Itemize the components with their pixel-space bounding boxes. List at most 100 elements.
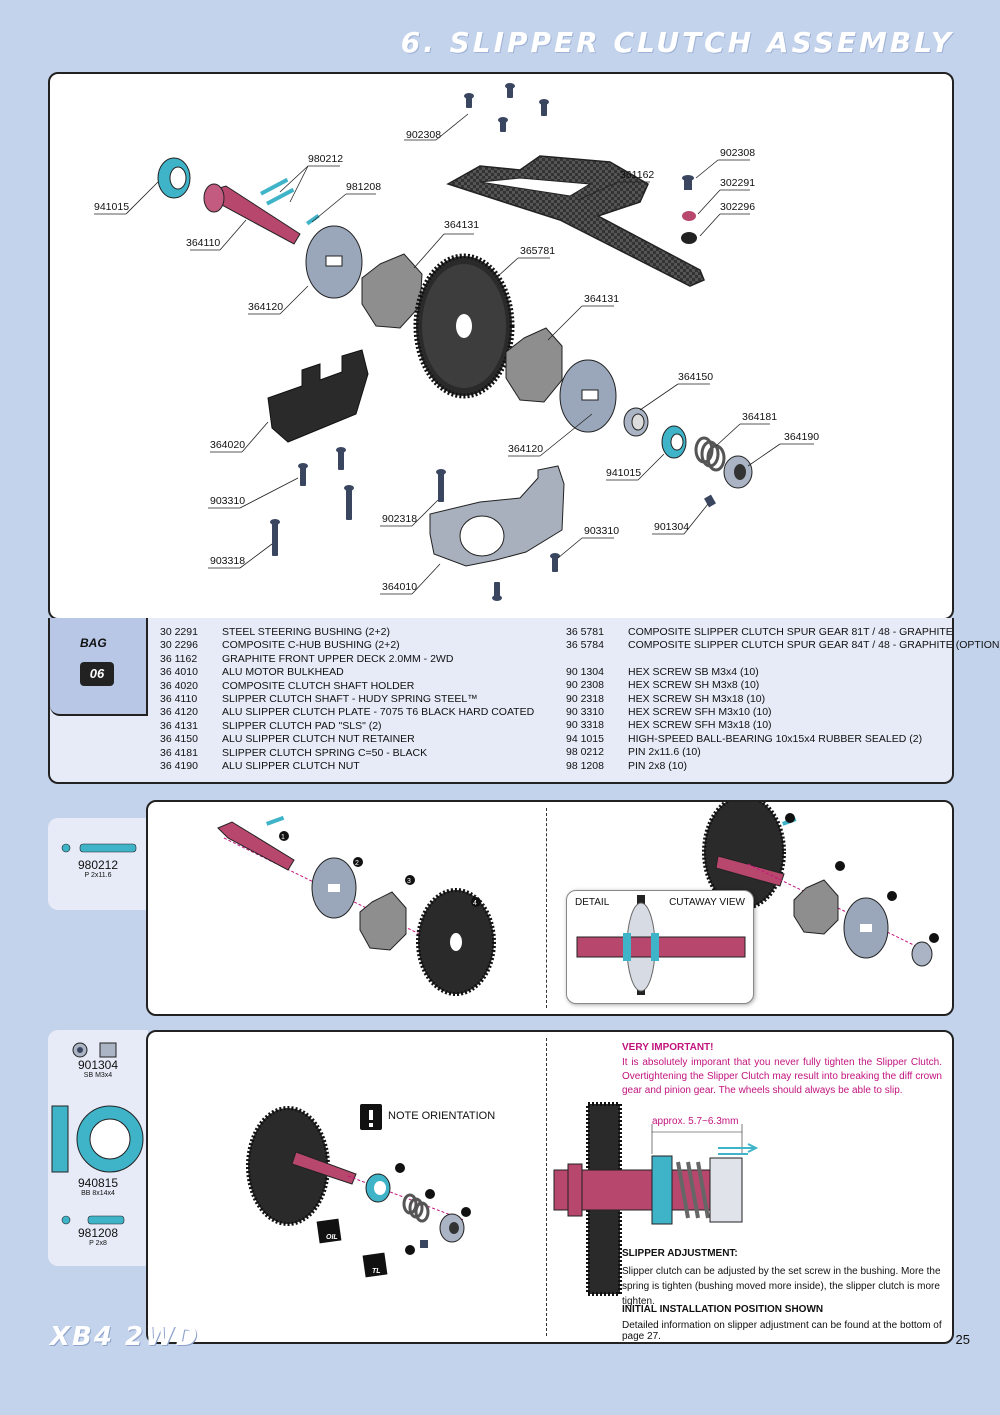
- label-364120-b: 364120: [508, 443, 543, 455]
- clutch-plate-364120-b: [559, 359, 617, 433]
- step1-marker-4: 4: [473, 900, 477, 907]
- step1-marker-3: 3: [407, 878, 411, 885]
- part-description: HEX SCREW SFH M3x10 (10): [628, 706, 772, 719]
- bag-badge: BAG 06: [50, 618, 148, 716]
- exploded-diagram-panel: 902308 980212 981208 941015 364110 36413…: [48, 72, 954, 620]
- bushings-302291-302296: [681, 175, 697, 244]
- label-364131-b: 364131: [584, 293, 619, 305]
- parts-row: [566, 653, 1000, 666]
- product-logo: XB4 2WD: [50, 1322, 200, 1352]
- step1-marker-1: 1: [281, 834, 285, 841]
- label-981208: 981208: [346, 181, 381, 193]
- note-orientation: NOTE ORIENTATION: [388, 1110, 496, 1122]
- part-code: 90 3318: [566, 719, 604, 732]
- slipper-clutch-shaft: [203, 177, 320, 245]
- label-941015-b: 941015: [606, 467, 641, 479]
- side-parts-step2: 901304 SB M3x4 940815 BB 8x14x4 981208 P…: [48, 1030, 148, 1266]
- pin-981208-icon: [61, 1215, 125, 1225]
- side-sub-981208: P 2x8: [89, 1240, 107, 1247]
- part-code: 98 1208: [566, 759, 604, 772]
- step2-divider: [546, 1038, 547, 1336]
- step1-right-step-markers: [785, 813, 939, 943]
- side-parts-step1: 980212 P 2x11.6: [48, 818, 148, 910]
- set-screw-901304: [704, 494, 716, 508]
- part-description: COMPOSITE CLUTCH SHAFT HOLDER: [222, 679, 415, 692]
- part-code: 30 2296: [160, 639, 198, 652]
- step2-left-illustration: [246, 1104, 471, 1278]
- screw-902308-group: [464, 83, 549, 132]
- side-part-901304: 901304: [77, 1058, 119, 1072]
- bag-number: 06: [80, 662, 114, 686]
- clutch-pad-364131-a: [361, 253, 423, 329]
- cutaway-detail-box: DETAIL CUTAWAY VIEW: [566, 890, 754, 1004]
- label-364190: 364190: [784, 431, 819, 443]
- side-sub-980212: P 2x11.6: [84, 872, 112, 879]
- part-description: ALU SLIPPER CLUTCH PLATE - 7075 T6 BLACK…: [222, 706, 535, 719]
- step1-marker-2: 2: [355, 860, 359, 867]
- side-sub-901304: SB M3x4: [83, 1072, 113, 1079]
- spur-gear-365781: [413, 253, 515, 399]
- side-part-980212: 980212: [77, 858, 119, 872]
- part-description: COMPOSITE C-HUB BUSHING (2+2): [222, 639, 400, 652]
- page-number: 25: [955, 1332, 970, 1347]
- parts-row: 36 4010 ALU MOTOR BULKHEAD: [160, 666, 534, 679]
- exploded-diagram: 902308 980212 981208 941015 364110 36413…: [94, 83, 819, 601]
- cutaway-label: CUTAWAY VIEW: [669, 897, 745, 908]
- step1-left-step-markers: [279, 831, 481, 907]
- parts-row: 30 2296 COMPOSITE C-HUB BUSHING (2+2): [160, 639, 534, 652]
- part-description: COMPOSITE SLIPPER CLUTCH SPUR GEAR 81T /…: [628, 626, 953, 638]
- part-description: STEEL STEERING BUSHING (2+2): [222, 626, 390, 638]
- side-part-940815: 940815: [77, 1176, 119, 1190]
- label-980212: 980212: [308, 153, 343, 165]
- label-902318: 902318: [382, 513, 417, 525]
- step1-panel: 1 2 3 4 DETAIL CUTAWAY VIEW: [146, 800, 954, 1016]
- part-code: 36 4010: [160, 666, 198, 679]
- label-901304: 901304: [654, 521, 689, 533]
- part-code: 36 5781: [566, 626, 604, 638]
- parts-row: 90 1304 HEX SCREW SB M3x4 (10): [566, 666, 1000, 679]
- part-code: 90 2318: [566, 692, 604, 705]
- clutch-pad-364131-b: [505, 327, 563, 403]
- label-364010: 364010: [382, 581, 417, 593]
- part-description: ALU MOTOR BULKHEAD: [222, 666, 344, 679]
- bag-label: BAG: [80, 636, 107, 650]
- part-description: GRAPHITE FRONT UPPER DECK 2.0MM - 2WD: [222, 652, 454, 665]
- label-365781: 365781: [520, 245, 555, 257]
- approx-measurement: approx. 5.7~6.3mm: [652, 1116, 739, 1127]
- bearing-941015-b: [661, 425, 687, 459]
- part-code: 98 0212: [566, 746, 604, 759]
- step2-spring: [402, 1193, 430, 1223]
- detail-label: DETAIL: [575, 897, 610, 908]
- part-description: HEX SCREW SB M3x4 (10): [628, 665, 759, 678]
- label-302291: 302291: [720, 177, 755, 189]
- step1-right-illustration: [702, 802, 939, 967]
- label-364120-a: 364120: [248, 301, 283, 313]
- part-description: HIGH-SPEED BALL-BEARING 10x15x4 RUBBER S…: [628, 732, 923, 745]
- label-903318: 903318: [210, 555, 245, 567]
- parts-row: 90 2318 HEX SCREW SH M3x18 (10): [566, 693, 1000, 706]
- side-part-981208: 981208: [77, 1226, 119, 1240]
- part-description: HEX SCREW SH M3x8 (10): [628, 679, 760, 692]
- pin-980212-icon: [61, 843, 137, 853]
- tl-icon-label: TL: [372, 1268, 381, 1275]
- part-description: SLIPPER CLUTCH SHAFT - HUDY SPRING STEEL…: [222, 693, 478, 706]
- part-code: 90 1304: [566, 665, 604, 678]
- leader-lines: [94, 113, 814, 595]
- part-description: ALU SLIPPER CLUTCH NUT RETAINER: [222, 733, 415, 746]
- part-description: COMPOSITE SLIPPER CLUTCH SPUR GEAR 84T /…: [628, 639, 1000, 652]
- label-903310-a: 903310: [210, 495, 245, 507]
- part-code: 36 4131: [160, 719, 198, 732]
- part-description: HEX SCREW SH M3x18 (10): [628, 692, 766, 705]
- bearing-940815-icon: [51, 1105, 144, 1173]
- clutch-shaft-holder-364020: [267, 349, 369, 443]
- step2-step-markers: [395, 1163, 471, 1255]
